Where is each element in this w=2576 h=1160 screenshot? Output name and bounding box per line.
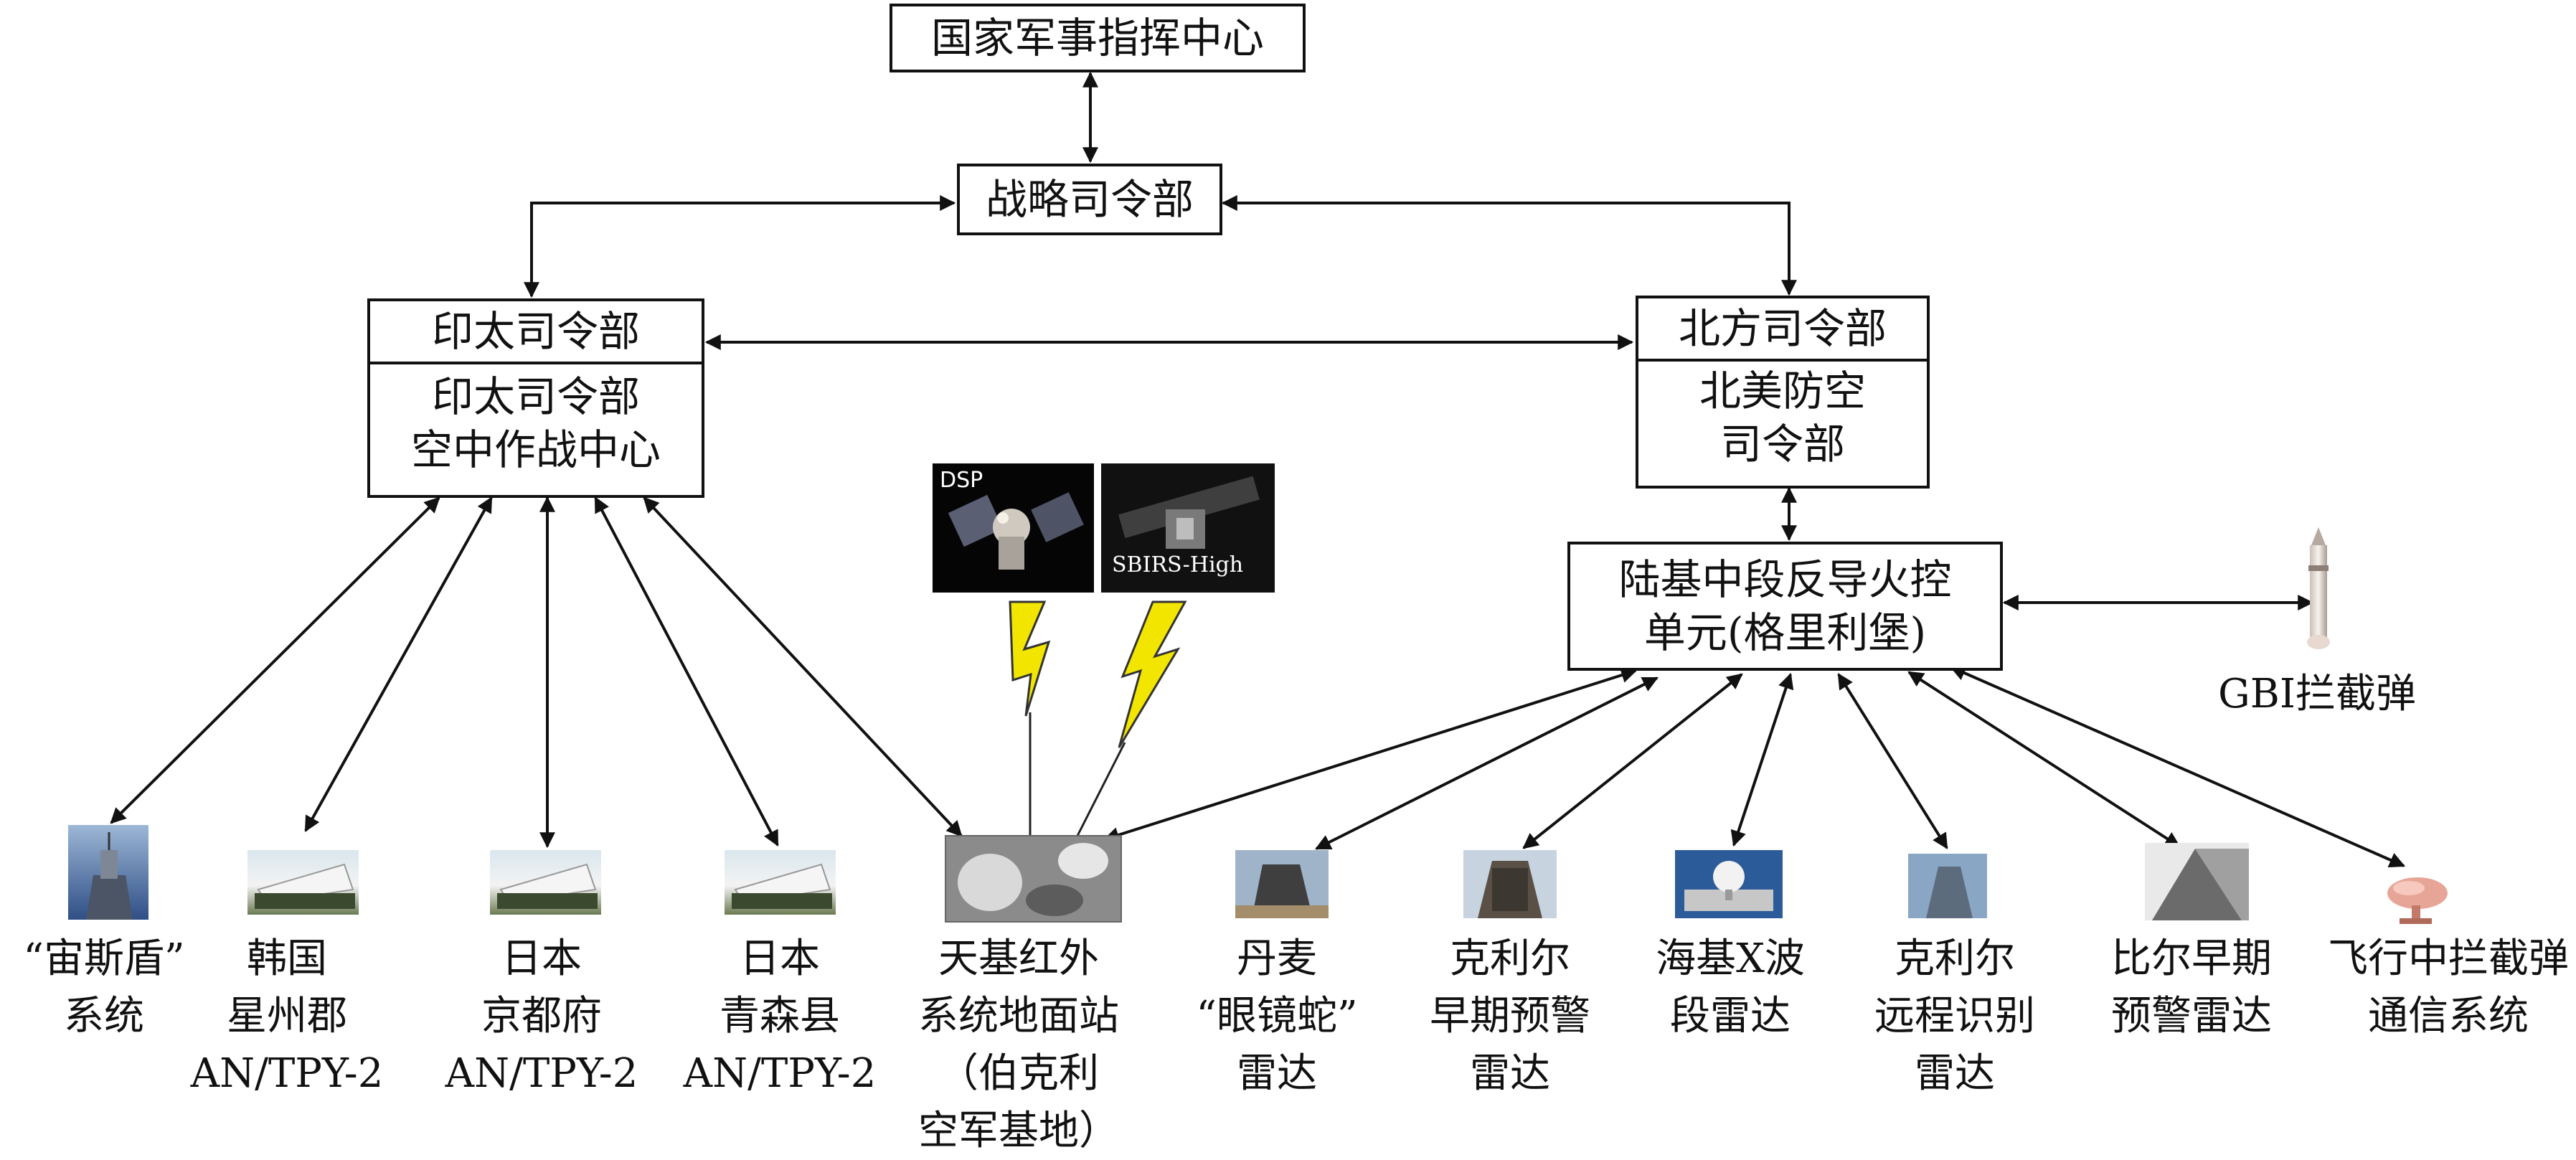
dsp-downlink-bolt: [1009, 600, 1051, 717]
aegis-ship-image: [68, 825, 148, 920]
link-gmd-cobra: [1315, 676, 1659, 850]
beale-ewr-image: [2145, 843, 2249, 920]
norad-line2: 司令部: [1719, 420, 1845, 468]
indopacom-divider: [370, 362, 702, 364]
sensor-label-clear-ew: 克利尔 早期预警 雷达: [1430, 935, 1590, 1097]
link-gmd-clear-lrdr: [1837, 673, 1948, 849]
sensor-label-cobra: 丹麦 “眼镜蛇” 雷达: [1196, 935, 1358, 1097]
sensor-label-aomori: 日本 青森县 AN/TPY-2: [683, 935, 877, 1097]
clear-lrdr-image: [1908, 854, 1987, 918]
sensor-label-ifics: 飞行中拦截弹 通信系统: [2328, 935, 2569, 1039]
indopacom-title: 印太司令部: [431, 307, 640, 356]
link-gmd-sbx: [1730, 672, 1794, 847]
sensor-label-beale: 比尔早期 预警雷达: [2111, 935, 2272, 1039]
ifics-antenna-image: [2387, 877, 2448, 924]
gmd-line1: 陆基中段反导火控: [1618, 555, 1952, 604]
sensor-label-clear-lrdr: 克利尔 远程识别 雷达: [1874, 935, 2035, 1097]
sensor-label-aegis: “宙斯盾” 系统: [23, 935, 185, 1039]
northcom-box: 北方司令部 北美防空 司令部: [1636, 296, 1930, 489]
sensor-label-kyoto: 日本 京都府 AN/TPY-2: [445, 935, 638, 1097]
link-aoc-sbirs-ground: [643, 496, 963, 837]
link-gmd-beale: [1907, 671, 2181, 848]
indopacom-aoc-line1: 印太司令部: [431, 372, 640, 421]
link-gmd-sbirs-ground: [1103, 667, 1638, 843]
stratcom-label: 战略司令部: [985, 175, 1194, 224]
dsp-satellite-image: [933, 463, 1094, 593]
sbirs-downlink-bolt: [1118, 600, 1187, 748]
sensor-label-sbirs-ground: 天基红外 系统地面站 （伯克利 空军基地）: [918, 935, 1119, 1154]
link-gmd-ifics: [1949, 665, 2406, 868]
sbx-radar-image: [1675, 850, 1783, 918]
northcom-title: 北方司令部: [1678, 304, 1887, 353]
northcom-divider: [1638, 359, 1927, 362]
ncc-box: 国家军事指挥中心: [890, 4, 1306, 72]
cobra-dane-image: [1235, 850, 1329, 918]
norad-line1: 北美防空: [1699, 367, 1866, 415]
dsp-caption: DSP: [940, 468, 983, 493]
link-aoc-aegis: [110, 496, 440, 824]
stratcom-box: 战略司令部: [957, 164, 1222, 235]
clear-ew-image: [1463, 850, 1557, 918]
sensor-label-seongju: 韩国 星州郡 AN/TPY-2: [190, 935, 384, 1097]
gmd-fire-control-box: 陆基中段反导火控 单元(格里利堡): [1567, 542, 2003, 671]
gbi-missile-image: [2307, 527, 2330, 649]
indopacom-aoc-line2: 空中作战中心: [410, 425, 661, 474]
ncc-label: 国家军事指挥中心: [930, 14, 1264, 62]
gmd-line2: 单元(格里利堡): [1643, 608, 1927, 657]
sensor-label-sbx: 海基X波 段雷达: [1656, 935, 1805, 1039]
link-gmd-clear-ew: [1522, 673, 1743, 849]
tpy2-seongju-image: [247, 850, 359, 915]
sbirs-ground-station-image: [945, 835, 1122, 923]
link-aoc-aomori: [594, 496, 779, 847]
link-aoc-seongju: [304, 496, 493, 832]
tpy2-kyoto-image: [490, 850, 601, 915]
sbirs-caption: SBIRS-High: [1112, 552, 1244, 577]
sbirs-satellite-image: [1101, 463, 1275, 593]
tpy2-aomori-image: [725, 850, 836, 915]
indopacom-box: 印太司令部 印太司令部 空中作战中心: [367, 298, 704, 498]
link-stratcom-indopacom: [524, 195, 956, 298]
gbi-label: GBI拦截弹: [2217, 671, 2416, 717]
link-stratcom-northcom: [1221, 195, 1797, 296]
